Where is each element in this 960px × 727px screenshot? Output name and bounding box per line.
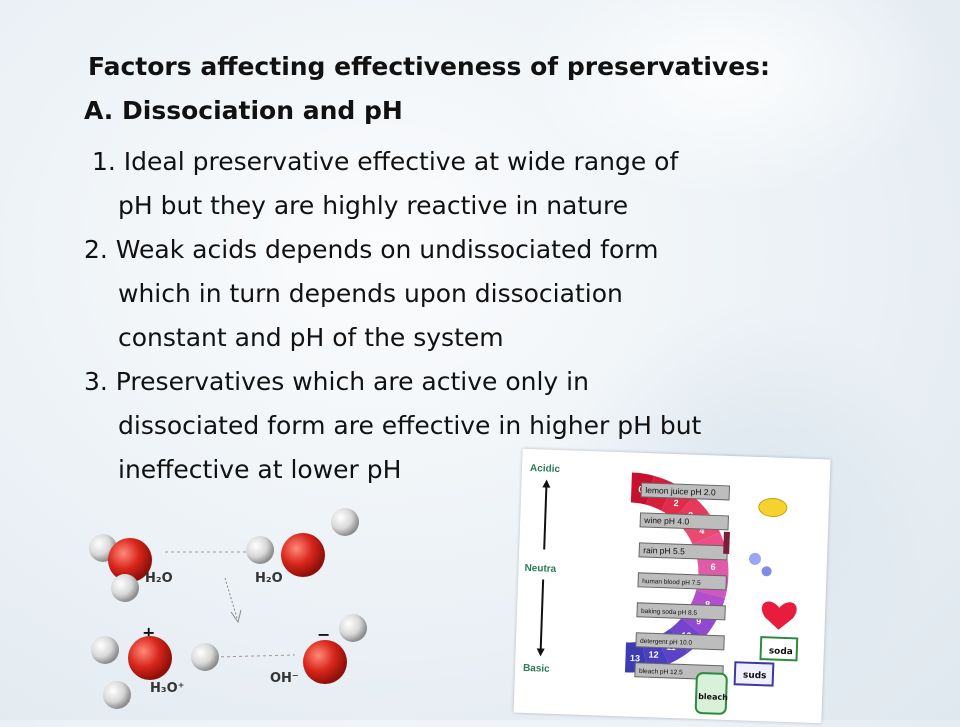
ph-item-label: baking soda pH 8.5	[641, 608, 698, 617]
ph-scale-number: 4	[699, 526, 704, 536]
ph-item-label: rain pH 5.5	[643, 545, 685, 556]
ph-item-tag	[637, 572, 727, 591]
point-1: 1. Ideal preservative effective at wide …	[92, 140, 678, 228]
point-2-line-1: 2. Weak acids depends on undissociated f…	[84, 235, 659, 264]
ph-item-label: lemon juice pH 2.0	[645, 485, 716, 497]
acidic-arrowhead	[542, 479, 551, 488]
ph-item-tag	[636, 602, 726, 621]
point-1-line-2: pH but they are highly reactive in natur…	[118, 191, 629, 220]
ph-scale-graphic: Acidic Neutra Basic 012345678910111213 l…	[523, 463, 799, 715]
ph-scale-number: 9	[696, 616, 701, 626]
suds-box-icon	[733, 661, 775, 687]
ph-scale-number: 8	[705, 599, 710, 609]
wine-bottle-icon	[723, 531, 730, 554]
basic-arrow	[539, 579, 545, 655]
neutral-label: Neutra	[524, 563, 556, 575]
slide-title: Factors affecting effectiveness of prese…	[88, 52, 771, 81]
section-heading: A. Dissociation and pH	[84, 96, 403, 125]
point-1-line-1: 1. Ideal preservative effective at wide …	[92, 147, 679, 176]
ph-scale-number: 2	[673, 498, 678, 508]
ph-scale-picture: Acidic Neutra Basic 012345678910111213 l…	[513, 448, 831, 724]
point-3-line-3: ineffective at lower pH	[118, 455, 402, 484]
label-water-2: H₂O	[255, 571, 283, 586]
ion-pair-line	[214, 654, 296, 658]
water-molecule-2	[246, 508, 359, 577]
reaction-arrow	[224, 577, 238, 619]
ph-scale-number: 13	[630, 653, 640, 663]
point-3-line-1: 3. Preservatives which are active only i…	[84, 367, 589, 396]
ph-item-labels: lemon juice pH 2.0 wine pH 4.0 rain pH 5.5…	[634, 482, 731, 681]
point-3-line-2: dissociated form are effective in higher…	[118, 411, 702, 440]
hydroxide-ion	[303, 614, 367, 684]
label-hydroxide: OH⁻	[270, 671, 299, 686]
rain-bubble-icon	[761, 566, 772, 577]
rain-bubble-icon	[748, 552, 761, 565]
basic-label: Basic	[523, 663, 550, 675]
ph-scale-number: 12	[648, 649, 658, 659]
lemon-icon	[758, 497, 788, 517]
basic-arrowhead	[536, 648, 545, 657]
soda-box-icon	[759, 636, 799, 662]
label-hydronium: H₃O⁺	[150, 681, 185, 696]
minus-charge: −	[317, 625, 330, 644]
acidic-arrow	[543, 481, 548, 550]
heart-icon	[761, 601, 797, 630]
hydronium-ion	[91, 636, 219, 709]
ph-scale-number: 6	[710, 562, 715, 572]
ph-item-label: detergent pH 10.0	[640, 638, 693, 647]
water-dissociation-illustration: H₂O H₂O + H₃O⁺ − OH⁻	[89, 508, 367, 709]
point-2-line-3: constant and pH of the system	[118, 323, 504, 352]
reaction-arrow-head	[230, 609, 242, 624]
bleach-bottle-icon	[694, 672, 728, 715]
ph-item-tag	[639, 512, 729, 531]
soda-label: soda	[769, 646, 793, 657]
acidic-label: Acidic	[530, 463, 561, 475]
label-water-1: H₂O	[145, 571, 173, 586]
point-3: 3. Preservatives which are active only i…	[84, 360, 701, 492]
water-molecule-1	[89, 534, 152, 602]
bleach-label: bleach	[698, 692, 728, 702]
ph-item-label: bleach pH 12.5	[639, 668, 683, 677]
ph-item-tag	[640, 482, 731, 501]
ph-item-label: human blood pH 7.5	[642, 578, 701, 587]
point-2: 2. Weak acids depends on undissociated f…	[84, 228, 658, 360]
suds-label: suds	[743, 671, 767, 682]
ph-item-tag	[635, 632, 725, 651]
point-2-line-2: which in turn depends upon dissociation	[118, 279, 623, 308]
ph-item-label: wine pH 4.0	[643, 515, 689, 527]
background-highlight	[520, 0, 940, 200]
